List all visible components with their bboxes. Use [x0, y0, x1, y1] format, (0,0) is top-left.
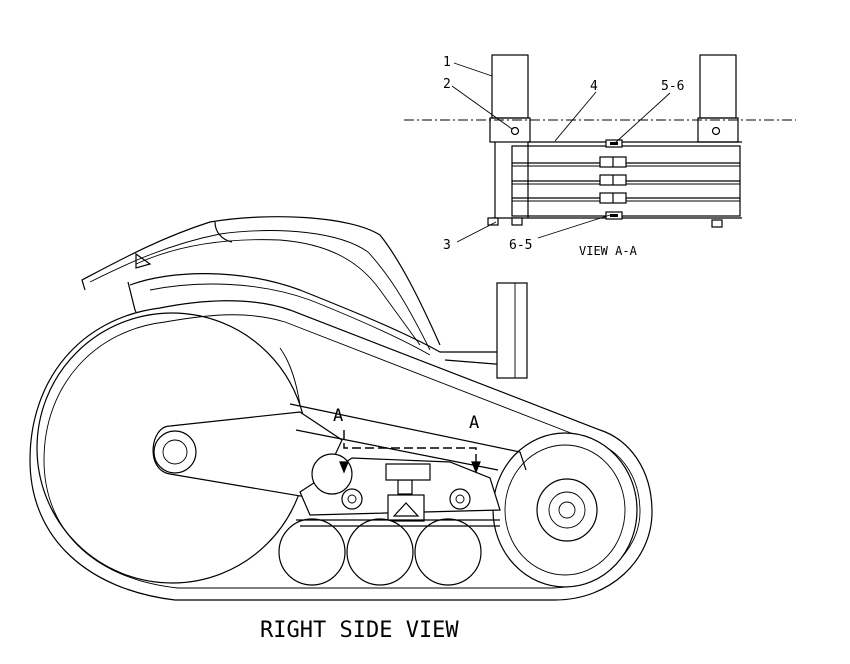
idler-hub — [536, 478, 598, 542]
callout-6-5: 6-5 — [509, 238, 532, 253]
callout-3: 3 — [443, 238, 451, 253]
view-a-a: 1 2 4 5-6 3 6-5 VIEW A-A — [404, 54, 796, 258]
left-post-bracket — [489, 117, 531, 143]
callout-2: 2 — [443, 77, 451, 92]
section-line-a-a: A A — [333, 406, 481, 474]
track-belt-outer — [29, 300, 653, 601]
bogie-roller-right — [449, 488, 471, 510]
pivot-hub — [153, 430, 197, 474]
right-pin — [711, 126, 721, 136]
right-foot — [711, 219, 723, 228]
post-stub — [496, 282, 528, 379]
right-side-view-label: RIGHT SIDE VIEW — [260, 618, 459, 643]
upper-roller — [311, 453, 353, 495]
right-post — [699, 54, 737, 119]
mid-roller-3 — [414, 518, 482, 586]
upper-linkage — [129, 273, 521, 367]
callout-1: 1 — [443, 55, 451, 70]
section-marker-right: A — [469, 413, 479, 433]
right-side-view: A A RIGHT SIDE VIEW — [29, 216, 653, 643]
mid-roller-1 — [278, 518, 346, 586]
right-post-bracket — [697, 117, 739, 143]
callout-4: 4 — [590, 79, 598, 94]
mid-roller-2 — [346, 518, 414, 586]
fastener-group — [599, 139, 627, 220]
left-post — [491, 54, 529, 119]
bogie-roller-left — [341, 488, 363, 510]
left-foot — [487, 217, 499, 226]
callout-5-6: 5-6 — [661, 79, 684, 94]
view-a-a-label: VIEW A-A — [579, 244, 638, 258]
center-bracket — [387, 494, 425, 522]
section-marker-left: A — [333, 406, 343, 426]
fender — [81, 216, 441, 346]
left-pin — [510, 126, 520, 136]
